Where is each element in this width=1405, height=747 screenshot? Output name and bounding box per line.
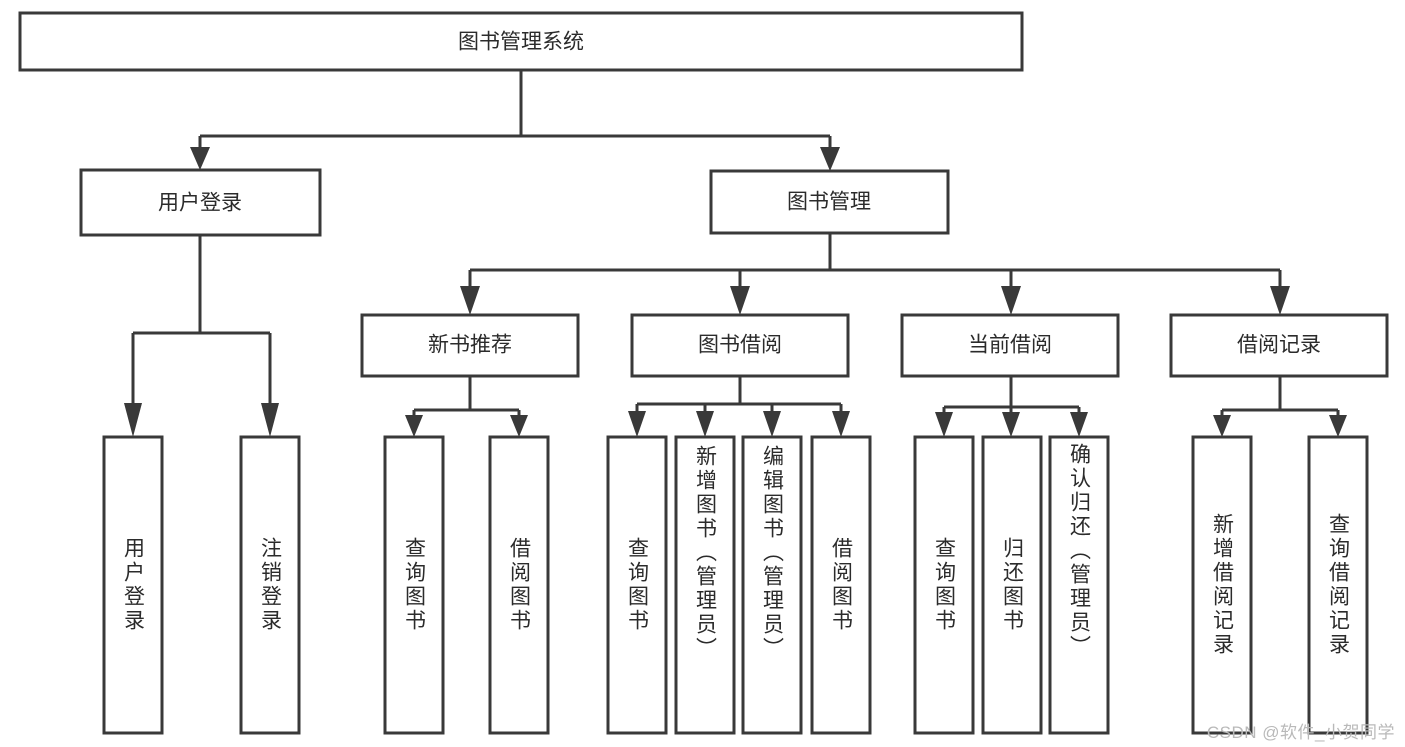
node-label-root: 图书管理系统 bbox=[458, 31, 584, 54]
arrow-head-borrow-record bbox=[1270, 286, 1290, 315]
arrow-head-leaf-cb-3 bbox=[1070, 412, 1088, 437]
arrow-head-leaf-nbr-2 bbox=[510, 415, 528, 437]
arrow-head-leaf-br-1 bbox=[1213, 415, 1231, 437]
leaf-box-bb-1[interactable] bbox=[606, 435, 668, 735]
connector-group-book-manage bbox=[460, 233, 1290, 315]
node-label-borrow-record: 借阅记录 bbox=[1237, 334, 1321, 357]
arrow-head-book-borrow bbox=[730, 286, 750, 315]
connector-group-borrow-record bbox=[1213, 376, 1347, 437]
leaf-box-br-1[interactable] bbox=[1191, 435, 1253, 735]
arrow-head-new-book-recommend bbox=[460, 286, 480, 315]
node-box-user-login[interactable] bbox=[79, 168, 322, 237]
arrow-head-leaf-user-login-2 bbox=[261, 403, 279, 437]
arrow-head-book-manage bbox=[820, 147, 840, 171]
node-label-book-manage: 图书管理 bbox=[787, 191, 871, 214]
connector-group-new-book-recommend bbox=[405, 376, 528, 437]
arrow-head-leaf-user-login-1 bbox=[124, 403, 142, 437]
arrow-head-leaf-bb-4 bbox=[832, 411, 850, 437]
leaf-box-nbr-1[interactable] bbox=[383, 435, 445, 735]
leaf-box-cb-2[interactable] bbox=[981, 435, 1043, 735]
arrow-head-leaf-br-2 bbox=[1329, 415, 1347, 437]
node-box-new-book-recommend[interactable] bbox=[360, 313, 580, 378]
leaf-box-cb-1[interactable] bbox=[913, 435, 975, 735]
leaf-box-user-login-2[interactable] bbox=[239, 435, 301, 735]
connector-group-root bbox=[190, 70, 840, 171]
arrow-head-user-login bbox=[190, 147, 210, 170]
connector-group-book-borrow bbox=[628, 376, 850, 437]
leaf-box-nbr-2[interactable] bbox=[488, 435, 550, 735]
node-label-book-borrow: 图书借阅 bbox=[698, 334, 782, 357]
arrow-head-current-borrow bbox=[1001, 286, 1021, 315]
arrow-head-leaf-bb-2 bbox=[696, 411, 714, 437]
arrow-head-leaf-bb-1 bbox=[628, 411, 646, 437]
leaf-box-bb-4[interactable] bbox=[810, 435, 872, 735]
connector-group-current-borrow bbox=[935, 376, 1088, 437]
node-box-current-borrow[interactable] bbox=[900, 313, 1120, 378]
node-label-current-borrow: 当前借阅 bbox=[968, 334, 1052, 357]
node-label-user-login: 用户登录 bbox=[158, 192, 242, 215]
leaf-box-br-2[interactable] bbox=[1307, 435, 1369, 735]
arrow-head-leaf-nbr-1 bbox=[405, 415, 423, 437]
leaf-box-user-login-1[interactable] bbox=[102, 435, 164, 735]
arrow-head-leaf-cb-2 bbox=[1002, 412, 1020, 437]
node-box-root[interactable] bbox=[18, 11, 1024, 72]
watermark-text: CSDN @软件_小贺同学 bbox=[1206, 723, 1395, 742]
node-box-book-borrow[interactable] bbox=[630, 313, 850, 378]
connector-group-user-login bbox=[124, 235, 279, 437]
arrow-head-leaf-cb-1 bbox=[935, 412, 953, 437]
leaf-box-bb-2[interactable] bbox=[674, 435, 736, 735]
node-box-book-manage[interactable] bbox=[709, 169, 950, 235]
leaf-box-cb-3[interactable] bbox=[1048, 435, 1110, 735]
arrow-head-leaf-bb-3 bbox=[763, 411, 781, 437]
leaf-box-bb-3[interactable] bbox=[741, 435, 803, 735]
node-label-new-book-recommend: 新书推荐 bbox=[428, 334, 512, 357]
node-box-borrow-record[interactable] bbox=[1169, 313, 1389, 378]
